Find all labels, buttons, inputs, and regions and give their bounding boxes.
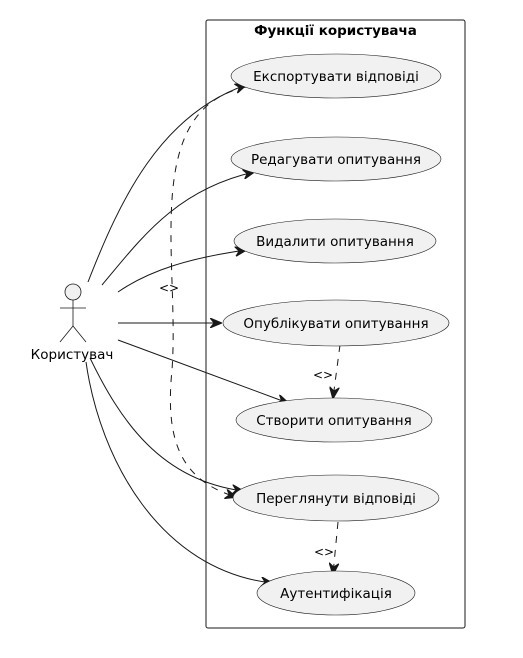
- usecase-delete-shape: [233, 218, 437, 264]
- usecase-auth-label: Аутентифікація: [280, 586, 392, 602]
- association-edit: [101, 172, 254, 286]
- dependency-publish-create: [333, 344, 341, 398]
- usecase-create-label: Створити опитування: [256, 413, 412, 429]
- actor-legs: [59, 325, 87, 343]
- actor-head: [64, 283, 82, 301]
- dependencies: <> <> <>: [159, 86, 341, 574]
- association-create: [117, 339, 288, 403]
- actor[interactable]: Користувач: [31, 283, 114, 363]
- usecase-view-label: Переглянути відповіді: [256, 491, 416, 507]
- usecase-edit-label: Редагувати опитування: [251, 152, 421, 168]
- association-auth: [85, 361, 272, 583]
- usecase-export-label: Експортувати відповіді: [253, 69, 419, 85]
- boundary-title: Функції користувача: [254, 23, 417, 39]
- dependency-view-auth: [333, 521, 338, 574]
- usecase-export[interactable]: Експортувати відповіді: [230, 53, 442, 99]
- usecase-create[interactable]: Створити опитування: [235, 397, 433, 443]
- dependency-export-view-label: <>: [159, 281, 179, 295]
- usecase-publish[interactable]: Опублікувати опитування: [222, 299, 450, 347]
- usecase-edit[interactable]: Редагувати опитування: [230, 136, 442, 182]
- usecase-export-shape: [230, 53, 442, 99]
- association-delete: [117, 250, 246, 293]
- dependency-publish-create-label: <>: [313, 368, 333, 382]
- usecase-create-shape: [235, 397, 433, 443]
- usecase-view-shape: [232, 474, 440, 522]
- association-view: [89, 357, 243, 491]
- usecase-auth-shape: [256, 570, 416, 616]
- dependency-view-auth-label: <>: [314, 545, 334, 559]
- actor-label: Користувач: [31, 347, 114, 363]
- usecase-view[interactable]: Переглянути відповіді: [232, 474, 440, 522]
- dependency-export-view: [169, 86, 247, 497]
- usecase-publish-label: Опублікувати опитування: [243, 316, 428, 332]
- usecase-auth[interactable]: Аутентифікація: [256, 570, 416, 616]
- usecase-delete-label: Видалити опитування: [256, 234, 414, 250]
- usecase-delete[interactable]: Видалити опитування: [233, 218, 437, 264]
- usecase-publish-shape: [222, 299, 450, 347]
- usecase-edit-shape: [230, 136, 442, 182]
